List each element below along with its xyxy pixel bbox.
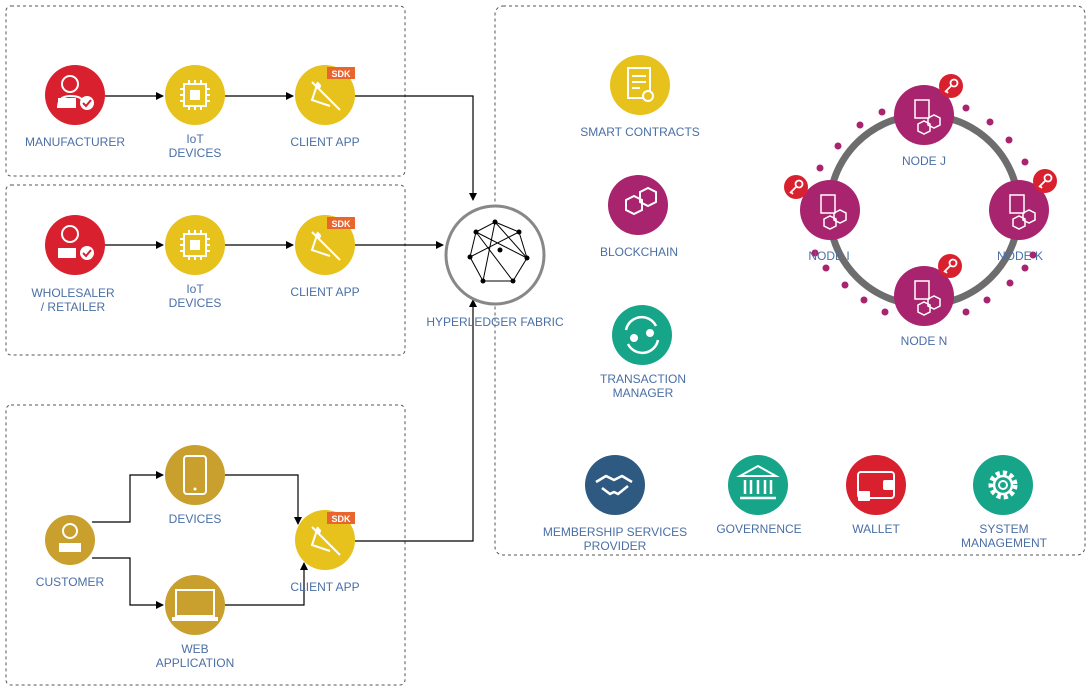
key-icon [784, 175, 808, 199]
wallet-label: WALLET [852, 522, 900, 536]
wholesaler-group-box [5, 184, 406, 356]
edge-client1-hub [355, 95, 477, 201]
membership-label: MEMBERSHIP SERVICES PROVIDER [542, 525, 688, 553]
key-icon [939, 74, 963, 98]
edge-devices-client3 [225, 474, 302, 525]
wholesaler-label: WHOLESALER / RETAILER [31, 286, 115, 314]
key-icon [938, 254, 962, 278]
monitor-icon [165, 575, 225, 635]
node-i-label: NODE I [808, 249, 850, 263]
connectors [92, 92, 477, 609]
governance-label: GOVERNENCE [716, 522, 802, 536]
client-app-icon [295, 65, 355, 125]
blockchain-icon [608, 175, 668, 235]
handshake-icon [585, 455, 645, 515]
iot-chip-icon [165, 215, 225, 275]
iot-devices-label: IoT DEVICES [168, 132, 222, 160]
client-app-icon [295, 215, 355, 275]
web-application-label: WEB APPLICATION [155, 642, 235, 670]
smart-contracts-label: SMART CONTRACTS [580, 125, 700, 139]
sdk-badge: SDK [327, 67, 355, 79]
manufacturer-group-box [5, 5, 406, 177]
edge-web-client3 [225, 562, 308, 606]
edge-customer-web [92, 557, 164, 609]
hyperledger-fabric-icon [444, 204, 546, 306]
client-app-icon [295, 510, 355, 570]
customer-group-box [5, 404, 406, 686]
devices-label: DEVICES [168, 512, 222, 526]
wholesaler-icon [45, 215, 105, 275]
node-n-label: NODE N [900, 334, 948, 348]
smartphone-icon [165, 445, 225, 505]
svg-text:SDK: SDK [331, 514, 351, 524]
manufacturer-icon [45, 65, 105, 125]
client-app-label: CLIENT APP [290, 135, 360, 149]
svg-text:SDK: SDK [331, 69, 351, 79]
iot-devices-label: IoT DEVICES [168, 282, 222, 310]
svg-text:SDK: SDK [331, 219, 351, 229]
fabric-group-box [494, 5, 1086, 556]
client-app-label: CLIENT APP [290, 285, 360, 299]
iot-chip-icon [165, 65, 225, 125]
client-app-label: CLIENT APP [290, 580, 360, 594]
sdk-badge: SDK [327, 512, 355, 524]
node-k-label: NODE K [996, 249, 1044, 263]
customer-label: CUSTOMER [35, 575, 105, 589]
hub-label: HYPERLEDGER FABRIC [426, 315, 564, 329]
node-j-label: NODE J [901, 154, 947, 168]
node-j-icon [894, 85, 954, 145]
edge-client3-hub [355, 299, 477, 542]
node-k-icon [989, 180, 1049, 240]
bank-icon [728, 455, 788, 515]
transaction-manager-icon [612, 305, 672, 365]
sdk-badge: SDK [327, 217, 355, 229]
customer-icon [45, 515, 95, 565]
edge-customer-devices [92, 471, 164, 523]
wallet-icon [846, 455, 906, 515]
blockchain-label: BLOCKCHAIN [599, 245, 679, 259]
node-n-icon [894, 266, 954, 326]
system-management-label: SYSTEM MANAGEMENT [960, 522, 1048, 550]
transaction-manager-label: TRANSACTION MANAGER [599, 372, 687, 400]
gear-icon [973, 455, 1033, 515]
node-i-icon [800, 180, 860, 240]
key-icon [1033, 169, 1057, 193]
manufacturer-label: MANUFACTURER [24, 135, 126, 149]
smart-contract-icon [610, 55, 670, 115]
